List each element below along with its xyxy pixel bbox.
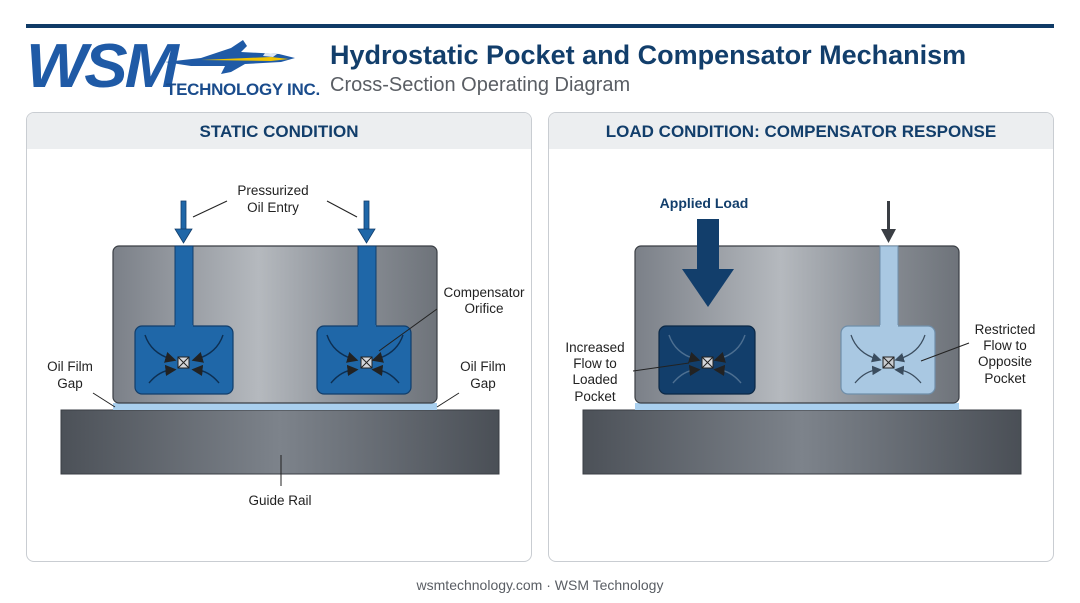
logo-subtext: TECHNOLOGY INC. xyxy=(166,80,320,99)
inlet-arrow-right xyxy=(357,200,376,244)
guide-rail xyxy=(582,409,1022,475)
applied-load-arrow xyxy=(682,219,734,307)
increased-label-line1: Increased xyxy=(565,340,624,355)
inlet-label-line2: Oil Entry xyxy=(247,200,299,215)
static-diagram: Pressurized Oil Entry Compensator Orific… xyxy=(47,183,525,508)
inlet-arrow-opposite xyxy=(881,201,896,243)
film-right-label-line2: Gap xyxy=(470,376,496,391)
restricted-label-line3: Opposite xyxy=(978,354,1032,369)
rail-label: Guide Rail xyxy=(248,493,311,508)
right-pocket xyxy=(316,245,412,395)
load-condition-panel: LOAD CONDITION: COMPENSATOR RESPONSE xyxy=(548,112,1054,562)
restricted-label-line4: Pocket xyxy=(984,371,1026,386)
page-title: Hydrostatic Pocket and Compensator Mecha… xyxy=(330,40,967,70)
increased-label-line2: Flow to xyxy=(573,356,617,371)
jet-icon xyxy=(165,40,295,74)
static-panel-heading: STATIC CONDITION xyxy=(27,113,531,149)
leader-lines xyxy=(92,200,460,486)
load-panel-heading: LOAD CONDITION: COMPENSATOR RESPONSE xyxy=(549,113,1053,149)
film-right-label-line1: Oil Film xyxy=(460,359,506,374)
inlet-arrow-left xyxy=(174,200,193,244)
load-diagram: Applied Load Increased Flow to Loaded Po… xyxy=(565,195,1036,475)
film-left-label-line2: Gap xyxy=(57,376,83,391)
increased-label-line4: Pocket xyxy=(574,389,616,404)
left-pocket xyxy=(134,245,234,395)
increased-label-line3: Loaded xyxy=(572,372,617,387)
film-left-label-line1: Oil Film xyxy=(47,359,93,374)
logo-wordmark: WSM xyxy=(26,32,179,101)
guide-rail xyxy=(60,409,500,475)
oil-film xyxy=(113,403,437,410)
restricted-label-line2: Flow to xyxy=(983,338,1027,353)
oil-film xyxy=(635,403,959,410)
leader-lines xyxy=(632,342,970,372)
page-subtitle: Cross-Section Operating Diagram xyxy=(330,74,631,96)
orifice-label-line2: Orifice xyxy=(464,301,503,316)
loaded-pocket xyxy=(658,325,756,395)
company-logo: WSM TECHNOLOGY INC. xyxy=(26,32,320,102)
opposite-pocket xyxy=(840,245,936,395)
applied-load-label: Applied Load xyxy=(660,195,749,211)
footer-text: wsmtechnology.com · WSM Technology xyxy=(416,577,664,593)
inlet-label-line1: Pressurized xyxy=(237,183,308,198)
restricted-label-line1: Restricted xyxy=(975,322,1036,337)
orifice-label-line1: Compensator xyxy=(443,285,525,300)
static-condition-panel: STATIC CONDITION xyxy=(26,112,532,562)
top-rule xyxy=(26,24,1054,28)
